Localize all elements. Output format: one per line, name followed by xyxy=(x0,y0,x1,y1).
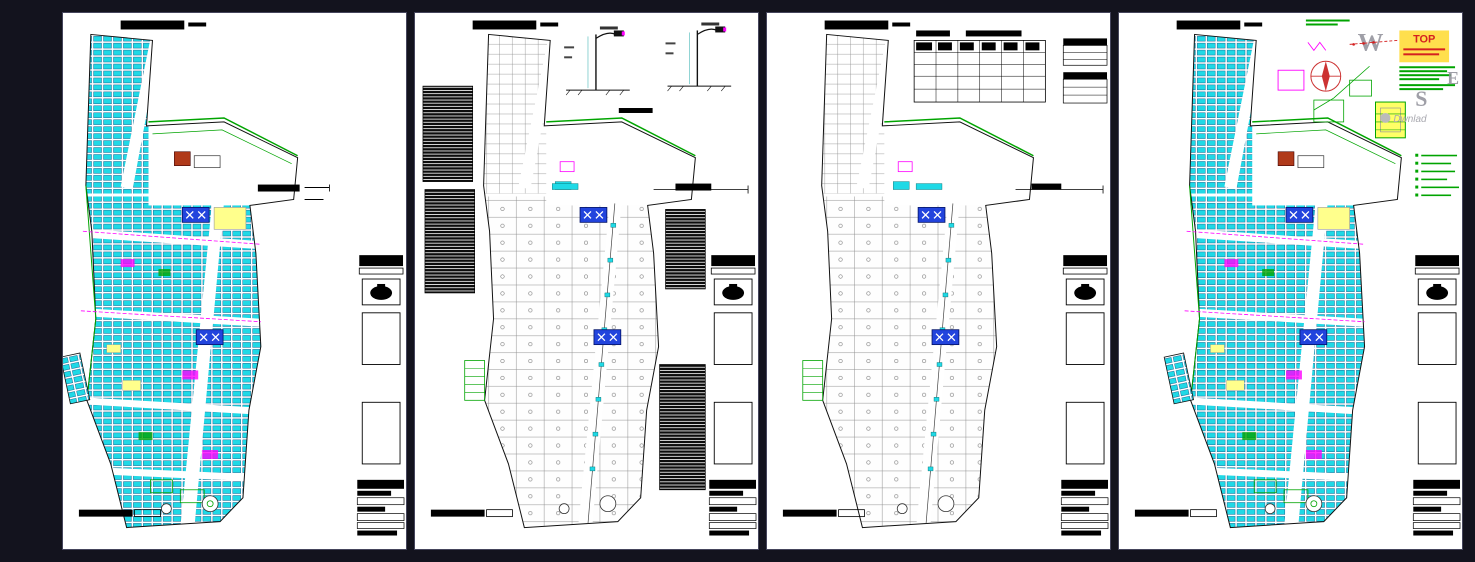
streetlight-detail-1 xyxy=(563,25,631,96)
dimension-marks xyxy=(257,184,330,200)
misc-details xyxy=(1277,39,1398,123)
compass-rose: W E S xyxy=(1310,27,1459,111)
sheet-1-drawing xyxy=(63,20,405,537)
watermark: Dwnlad xyxy=(1380,112,1427,125)
streetlight-detail-2 xyxy=(664,21,732,92)
side-tables xyxy=(1062,38,1108,104)
sheet-1 xyxy=(62,12,407,550)
sheet-4-drawing: W E S TOP xyxy=(1134,19,1461,537)
compass-west-label: W xyxy=(1358,27,1384,56)
sheet-2 xyxy=(414,12,759,550)
sheet-3 xyxy=(766,12,1111,550)
watermark-text: Dwnlad xyxy=(1393,114,1427,125)
compass-south-label: S xyxy=(1415,87,1427,111)
site-plan xyxy=(803,29,1039,531)
site-plan xyxy=(63,29,303,531)
transformer-detail xyxy=(1375,101,1406,139)
detail-scale-bar xyxy=(618,108,653,113)
site-plan xyxy=(1164,29,1406,531)
green-key-list xyxy=(1415,153,1460,197)
green-notes xyxy=(1305,19,1456,91)
junction-annotations xyxy=(552,183,749,194)
sheet-2-drawing xyxy=(422,20,757,537)
top-logo-label: TOP xyxy=(1413,33,1435,45)
junction-annotations xyxy=(915,183,1104,194)
top-logo-box: TOP xyxy=(1399,30,1450,63)
building-elevation-blocks xyxy=(422,85,706,491)
load-schedule-table xyxy=(913,30,1046,103)
sheet-4: W E S TOP xyxy=(1118,12,1463,550)
sheet-3-drawing xyxy=(782,20,1109,537)
compass-east-label: E xyxy=(1447,68,1459,88)
